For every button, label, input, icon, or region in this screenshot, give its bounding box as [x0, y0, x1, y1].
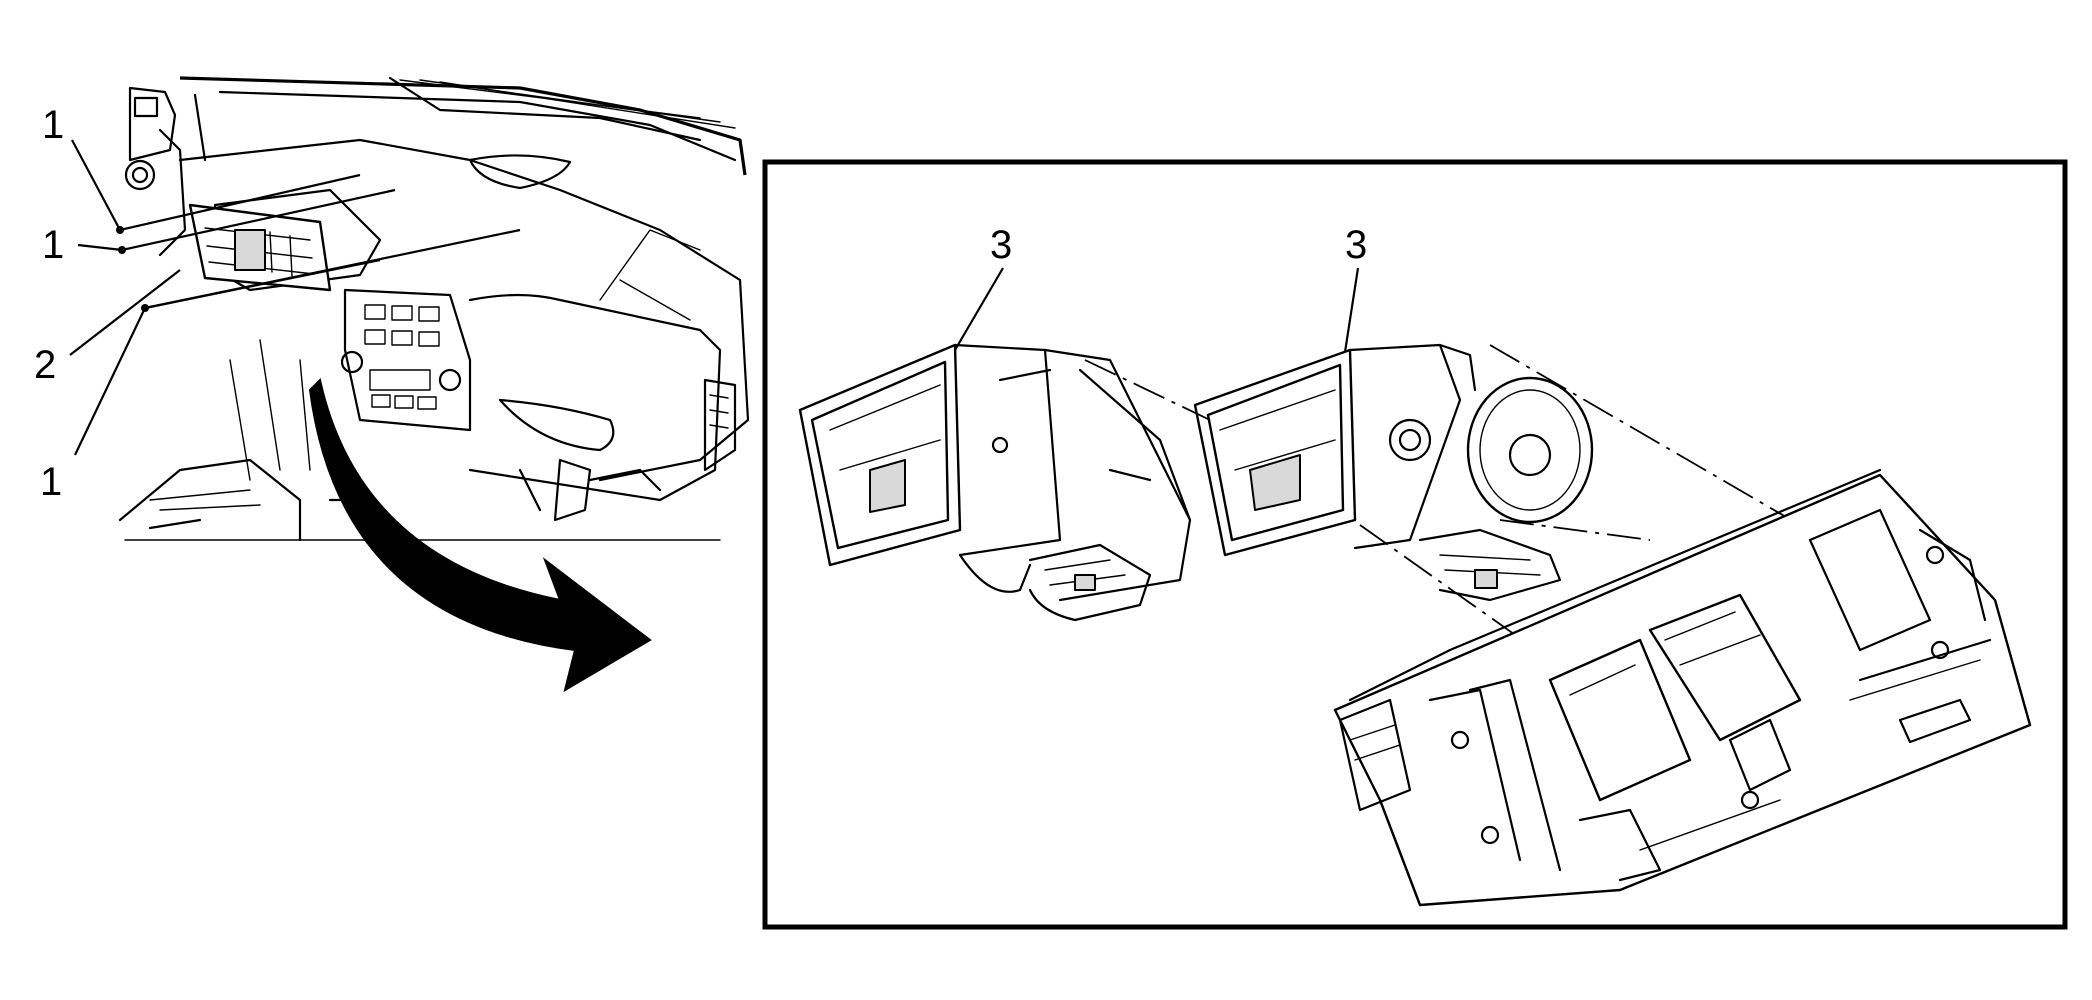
fastener-leader-lines — [69, 139, 521, 456]
detail-view-contents — [798, 343, 2032, 907]
callout-1-top: 1 — [42, 103, 64, 147]
air-outlet-duct-left — [798, 343, 1192, 622]
callout-1-middle: 1 — [42, 223, 64, 267]
callout-3-right-duct: 3 — [1345, 223, 1367, 267]
removal-direction-arrow — [308, 378, 652, 693]
instrument-panel-carrier — [1333, 468, 2032, 907]
alignment-line-4 — [1499, 519, 1651, 541]
callout-1-bottom: 1 — [40, 460, 62, 504]
air-outlet-duct-right — [1193, 343, 1594, 602]
leader-3-right — [1343, 267, 1360, 353]
callout-3-left-duct: 3 — [990, 223, 1012, 267]
leader-3-left — [954, 267, 1004, 351]
alignment-line-1 — [1084, 359, 1211, 421]
instrument-panel-overview — [118, 76, 750, 542]
callout-2-vent: 2 — [34, 343, 56, 387]
detail-view-frame — [762, 159, 2068, 930]
